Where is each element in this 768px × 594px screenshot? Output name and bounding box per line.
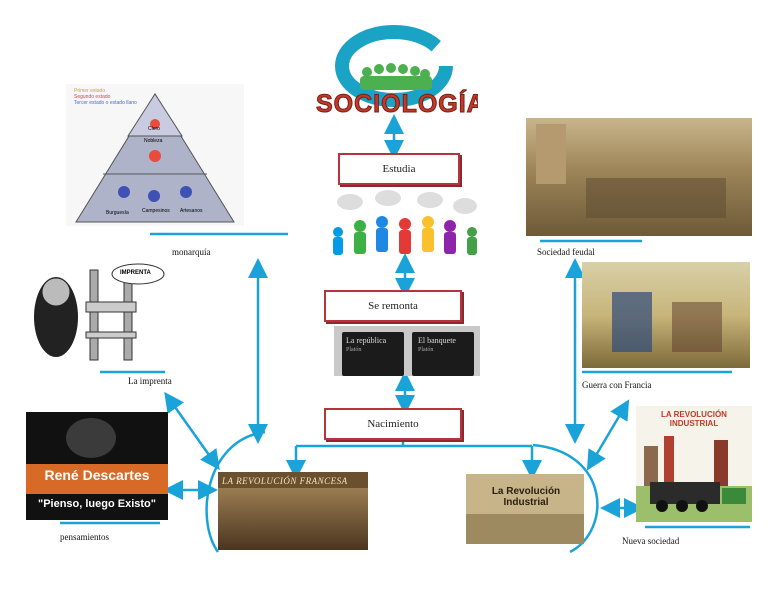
nueva-sociedad-label: Nueva sociedad xyxy=(622,536,680,546)
pensamientos-label: pensamientos xyxy=(60,532,109,542)
logo-graphic xyxy=(335,25,453,107)
nacimiento-box: Nacimiento xyxy=(324,408,462,440)
books-image: La república Platón El banquete Platón xyxy=(334,326,480,376)
guerra-francia-label: Guerra con Francia xyxy=(582,380,652,390)
monarquia-label: monarquía xyxy=(172,247,211,257)
pyramid-level-campesinos: Campesinos xyxy=(142,208,170,214)
revolucion-francesa-image: LA REVOLUCIÓN FRANCESA xyxy=(218,472,368,550)
pyramid-legend-2: Segundo estado xyxy=(74,94,111,100)
sociedad-feudal-image xyxy=(526,118,752,236)
estudia-box: Estudia xyxy=(338,153,460,185)
pyramid-level-clero: Clero xyxy=(148,126,160,132)
book-author-1: Platón xyxy=(346,347,362,353)
imprenta-bubble-text: IMPRENTA xyxy=(120,270,151,276)
book-title-2: El banquete xyxy=(418,336,456,345)
pyramid-legend-1: Primer estado xyxy=(74,88,106,94)
pyramid-level-burguesia: Burguesía xyxy=(106,210,129,216)
revolucion-francesa-title: LA REVOLUCIÓN FRANCESA xyxy=(222,476,348,486)
descartes-quote: "Pienso, luego Existo" xyxy=(37,498,156,510)
social-pyramid-image: Primer estado Segundo estado Tercer esta… xyxy=(66,84,244,226)
imprenta-image: IMPRENTA xyxy=(26,262,166,368)
people-network-image xyxy=(320,188,490,262)
revolucion-industrial-title: La Revolución Industrial xyxy=(491,486,561,508)
nueva-sociedad-image: LA REVOLUCIÓN INDUSTRIAL xyxy=(636,406,752,522)
pyramid-level-nobleza: Nobleza xyxy=(144,138,163,144)
se-remonta-box: Se remonta xyxy=(324,290,462,322)
sociedad-feudal-label: Sociedad feudal xyxy=(537,247,595,257)
logo-text: SOCIOLOGÍA xyxy=(316,90,479,119)
sociologia-logo: SOCIOLOGÍA xyxy=(312,20,478,124)
la-imprenta-label: La imprenta xyxy=(128,376,172,386)
guerra-francia-image xyxy=(582,262,750,368)
descartes-image: René Descartes "Pienso, luego Existo" xyxy=(26,412,168,520)
descartes-name: René Descartes xyxy=(44,467,150,483)
book-author-2: Platón xyxy=(418,347,434,353)
revolucion-industrial-image: La Revolución Industrial xyxy=(466,474,584,544)
pyramid-level-artesanos: Artesanos xyxy=(180,208,203,214)
revolucion-industrial-caps: LA REVOLUCIÓN INDUSTRIAL xyxy=(661,410,727,428)
pyramid-legend-3: Tercer estado o estado llano xyxy=(74,100,137,106)
book-title-1: La república xyxy=(346,336,387,345)
